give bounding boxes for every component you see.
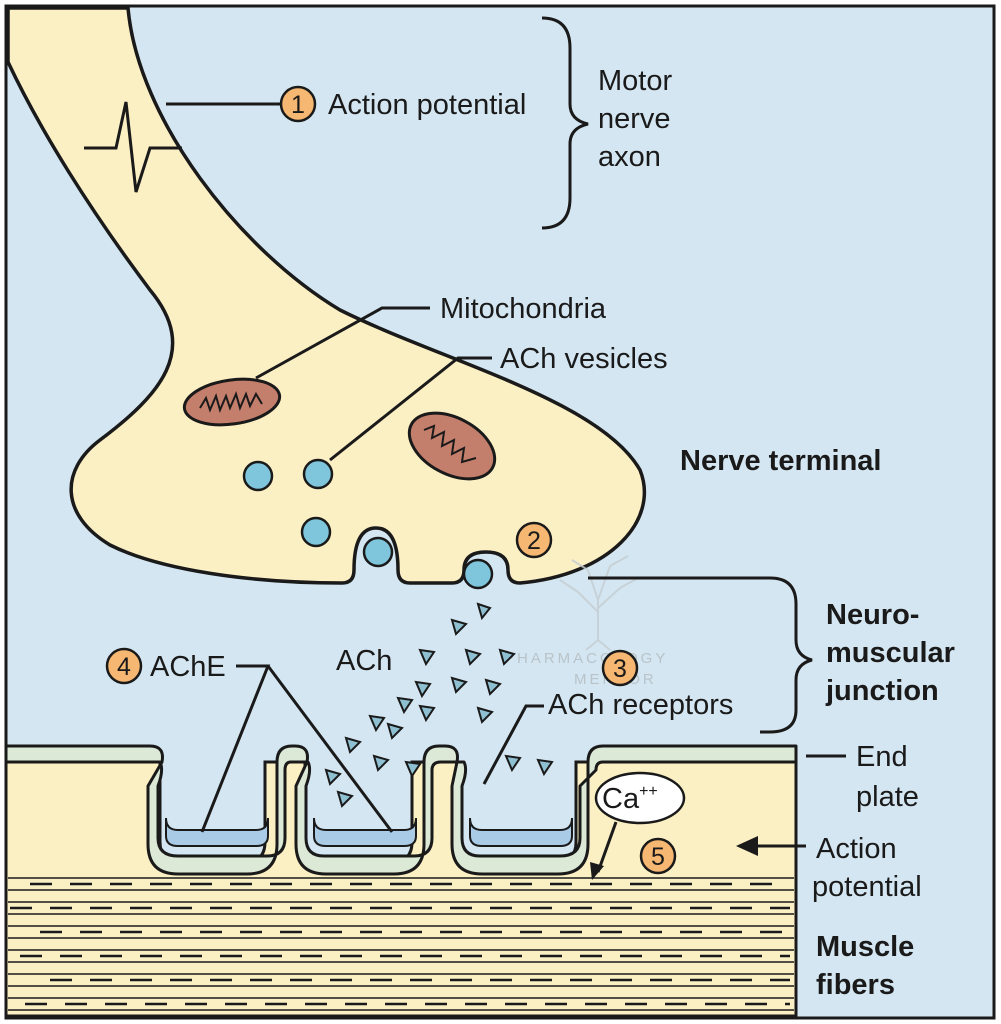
step-badge-1: 1 xyxy=(279,85,317,123)
label-mitochondria: Mitochondria xyxy=(440,293,607,325)
step-badge-5: 5 xyxy=(639,837,677,875)
step-badge-4: 4 xyxy=(105,647,143,685)
muscle-fiber-stripes xyxy=(8,877,794,1011)
label-ach: ACh xyxy=(336,645,392,677)
ach-vesicle xyxy=(302,458,334,490)
svg-text:4: 4 xyxy=(117,653,131,681)
step-badge-2: 2 xyxy=(515,521,553,559)
label-muscle-fibers: Muscle fibers xyxy=(816,931,922,1001)
receptor-layer-1 xyxy=(165,817,269,847)
svg-text:1: 1 xyxy=(291,91,305,119)
calcium-arrow xyxy=(596,821,618,873)
step-badge-3: 3 xyxy=(601,649,639,687)
label-ache: AChE xyxy=(150,651,226,683)
ach-vesicle-fusing xyxy=(462,558,494,590)
svg-text:5: 5 xyxy=(651,843,665,871)
leader-ache xyxy=(200,664,394,833)
svg-text:2: 2 xyxy=(527,527,541,555)
ach-vesicle xyxy=(300,516,332,548)
label-ach-vesicles: ACh vesicles xyxy=(500,343,668,375)
watermark-line-1: PHARMACOLOGY xyxy=(504,650,668,667)
ach-molecules xyxy=(324,602,554,808)
calcium-ion-label: Ca++ xyxy=(594,771,686,825)
label-neuromuscular-junction: Neuro- muscular junction xyxy=(825,599,963,707)
leader-ach-receptors xyxy=(482,704,544,785)
leader-mitochondria xyxy=(255,306,430,380)
ach-vesicle-fusing xyxy=(362,536,394,568)
svg-text:3: 3 xyxy=(613,655,627,683)
watermark-tree xyxy=(559,555,639,651)
arrow-action-potential-muscle xyxy=(736,836,758,856)
label-ach-receptors: ACh receptors xyxy=(548,689,733,721)
mitochondrion-1 xyxy=(182,377,282,427)
label-end-plate: End plate xyxy=(856,741,919,813)
action-potential-spike xyxy=(84,101,182,193)
brace-neuromuscular-junction xyxy=(588,576,813,734)
end-plate-membrane xyxy=(4,744,798,876)
ach-vesicle xyxy=(242,460,274,492)
svg-text:Ca++: Ca++ xyxy=(602,783,658,815)
leader-ach-vesicles xyxy=(329,356,492,462)
label-action-potential-muscle: Action potential xyxy=(812,833,922,903)
label-nerve-terminal: Nerve terminal xyxy=(680,445,882,477)
receptor-layer-2 xyxy=(313,817,417,847)
label-motor-nerve-axon: Motor nerve axon xyxy=(598,65,680,173)
receptor-layer-3 xyxy=(469,817,573,847)
calcium-arrow-head xyxy=(590,862,604,880)
brace-motor-nerve-axon xyxy=(541,16,589,230)
muscle-fiber-dashes xyxy=(10,882,790,1006)
mitochondrion-2 xyxy=(407,411,497,481)
label-action-potential: Action potential xyxy=(328,89,526,121)
